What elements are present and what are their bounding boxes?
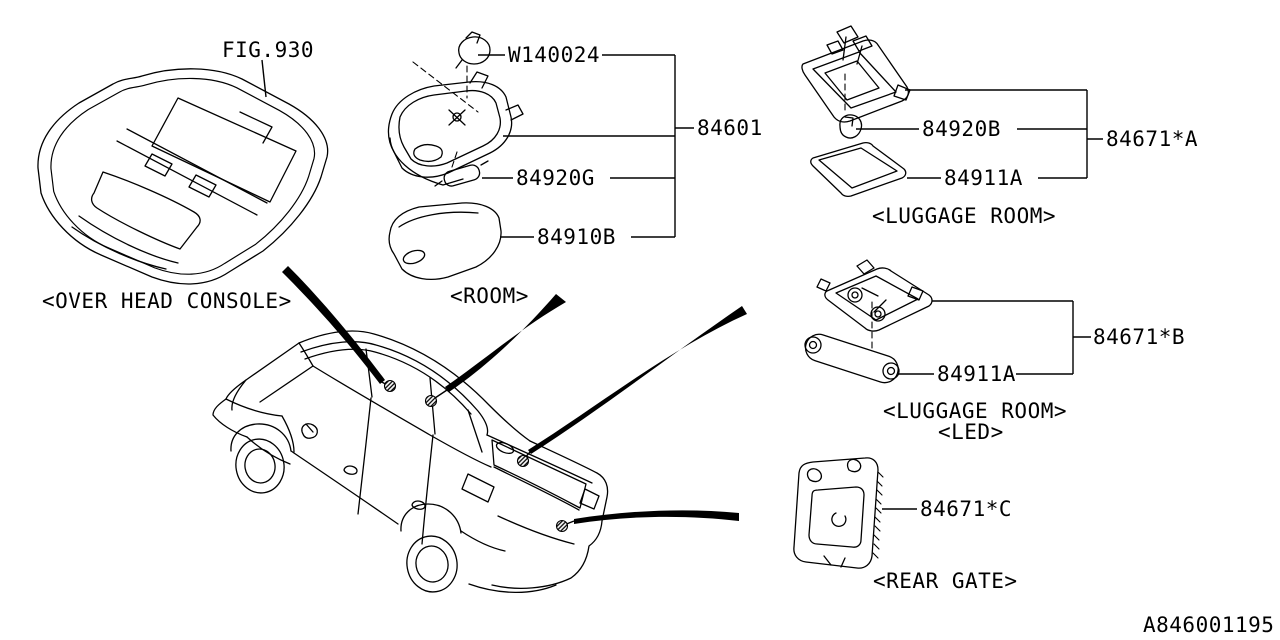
diagram-code: A846001195 bbox=[1143, 613, 1275, 637]
part-number-84920g: 84920G bbox=[516, 166, 595, 190]
part-number-84911a-led: 84911A bbox=[937, 362, 1016, 386]
luggage-room-led-lamp-drawing bbox=[804, 259, 933, 384]
caption-led: <LED> bbox=[938, 420, 1004, 444]
caption-overhead-console: <OVER HEAD CONSOLE> bbox=[42, 289, 292, 313]
fig930-leader-line bbox=[261, 59, 267, 98]
rear-gate-pointer-swoosh bbox=[574, 510, 739, 524]
luggage-bracket-lines bbox=[856, 89, 1103, 179]
luggage-led-bracket-lines bbox=[898, 300, 1091, 375]
led-lens-84911a-drawing bbox=[804, 333, 900, 384]
rear-gate-lamp-drawing bbox=[793, 457, 884, 569]
caption-room: <ROOM> bbox=[450, 284, 529, 308]
room-location-dot bbox=[424, 394, 438, 408]
caption-luggage-room: <LUGGAGE ROOM> bbox=[872, 204, 1057, 228]
room-pointer-swoosh bbox=[445, 294, 566, 392]
figure-ref-label: FIG.930 bbox=[222, 38, 315, 62]
console-location-dot bbox=[383, 379, 397, 393]
room-lamp-drawing bbox=[387, 31, 524, 280]
pointer-swooshes bbox=[282, 266, 747, 524]
luggage-room-lamp-drawing bbox=[801, 25, 911, 198]
luggage-location-dot bbox=[516, 454, 530, 468]
lens-84910b-drawing bbox=[388, 202, 502, 280]
room-bracket-lines bbox=[478, 54, 694, 238]
part-number-84601: 84601 bbox=[697, 116, 763, 140]
bulb-84920b-drawing bbox=[839, 114, 863, 139]
part-number-84910b: 84910B bbox=[537, 225, 616, 249]
luggage-pointer-swoosh bbox=[528, 306, 747, 454]
location-dots bbox=[383, 379, 569, 533]
part-number-84671a: 84671*A bbox=[1106, 127, 1199, 151]
console-pointer-swoosh bbox=[282, 266, 385, 384]
part-number-84920b: 84920B bbox=[922, 117, 1001, 141]
caption-rear-gate: <REAR GATE> bbox=[873, 569, 1018, 593]
part-number-84671b: 84671*B bbox=[1093, 325, 1186, 349]
part-number-84671c: 84671*C bbox=[920, 497, 1013, 521]
pointer-tails bbox=[379, 380, 575, 526]
bulb-84920g-drawing bbox=[434, 160, 489, 187]
part-number-84911a-luggage: 84911A bbox=[944, 166, 1023, 190]
car-drawing bbox=[212, 330, 609, 594]
lens-84911a-drawing bbox=[810, 141, 907, 198]
overhead-console-drawing bbox=[37, 68, 329, 285]
part-number-w140024: W140024 bbox=[508, 43, 601, 67]
screw-bulb-w140024-drawing bbox=[455, 31, 491, 69]
leader-lines bbox=[261, 54, 1103, 510]
caption-luggage-room-led: <LUGGAGE ROOM> bbox=[883, 399, 1068, 423]
rear-gate-location-dot bbox=[555, 519, 569, 533]
